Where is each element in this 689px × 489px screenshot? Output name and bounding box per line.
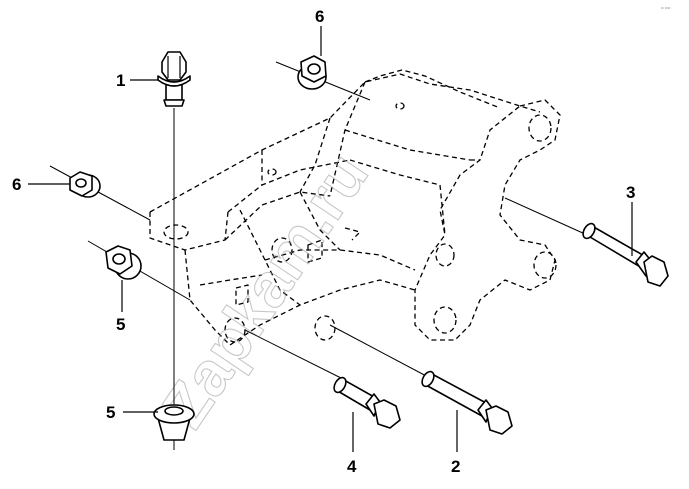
assembly-axes [49, 61, 586, 450]
callout-6-top: 6 [315, 7, 324, 26]
callout-1: 1 [116, 71, 125, 90]
corner-code: •• •••• [661, 5, 671, 10]
callout-5-upper: 5 [116, 315, 125, 334]
flange-nut-part-6-top [297, 55, 327, 90]
bolt-part-2 [421, 370, 513, 435]
bolt-part-4 [333, 376, 401, 429]
callout-6-left: 6 [12, 175, 21, 194]
mounting-bracket [149, 69, 561, 346]
flange-nut-part-6-left [69, 171, 101, 198]
callout-3: 3 [626, 183, 635, 202]
bolt-part-3 [582, 222, 669, 287]
callout-5-lower: 5 [106, 403, 115, 422]
flange-nut-part-5-lower [153, 404, 195, 441]
callout-leaders [28, 26, 633, 452]
bolt-part-1 [157, 51, 191, 107]
callout-4: 4 [347, 457, 357, 476]
callout-2: 2 [451, 457, 460, 476]
flange-nut-part-5-upper [105, 245, 142, 280]
